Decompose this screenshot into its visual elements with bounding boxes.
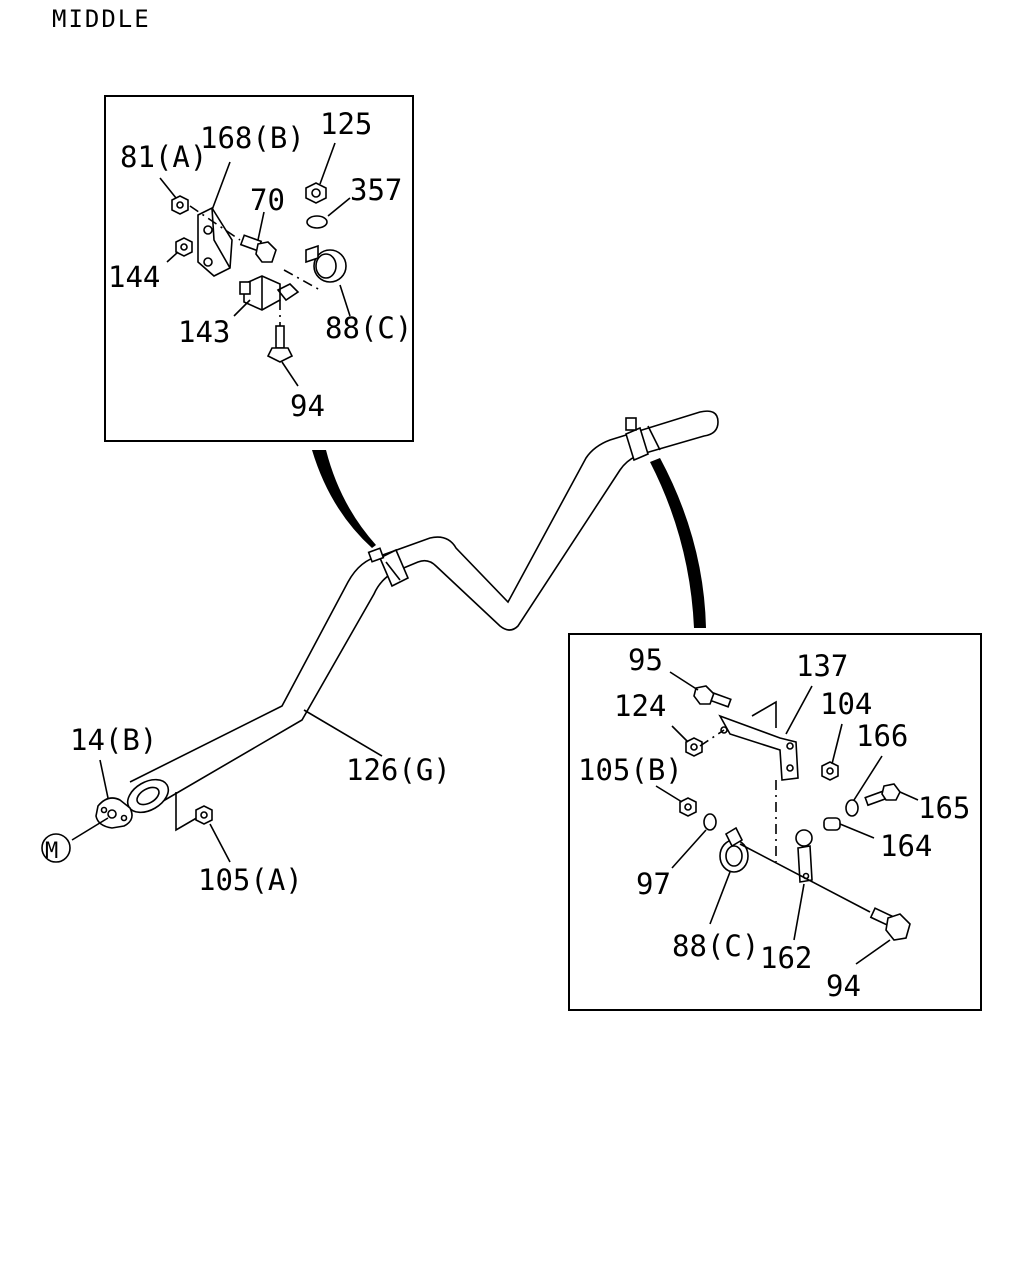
bolt-94-upper (266, 325, 294, 363)
label-125: 125 (320, 107, 372, 141)
detail-box-lower-right (568, 633, 982, 1011)
pipe-clamp-middle (367, 547, 410, 588)
label-166: 166 (856, 719, 908, 753)
label-88c-lower: 88(C) (672, 929, 759, 963)
nut-124 (685, 737, 703, 757)
detail-pointer-lower (650, 458, 706, 628)
label-162: 162 (760, 941, 812, 975)
bolt-165 (864, 783, 901, 807)
reference-marker-m (41, 833, 71, 863)
label-94-upper: 94 (290, 389, 325, 423)
washer-97 (703, 813, 717, 831)
marker-m-text: M (45, 839, 58, 864)
label-95: 95 (628, 643, 663, 677)
label-164: 164 (880, 829, 932, 863)
label-14b: 14(B) (70, 723, 157, 757)
label-357: 357 (350, 173, 402, 207)
label-137: 137 (796, 649, 848, 683)
label-104: 104 (820, 687, 872, 721)
bolt-95 (693, 685, 732, 708)
pipe-flange-front (126, 778, 170, 814)
label-124: 124 (614, 689, 666, 723)
nut-125 (305, 182, 327, 204)
bolt-70 (239, 234, 277, 263)
label-81a: 81(A) (120, 140, 207, 174)
spacer-164 (823, 817, 841, 831)
hanger-162 (795, 829, 813, 883)
label-144: 144 (108, 260, 160, 294)
bolt-94-lower (869, 907, 911, 941)
clamp-88c-lower (719, 826, 749, 873)
exhaust-pipe-126g (126, 410, 719, 832)
label-165: 165 (918, 791, 970, 825)
label-168b: 168(B) (200, 121, 305, 155)
bracket-168b (197, 206, 233, 277)
pipe-clamp-upper (625, 417, 649, 462)
upper-hanger-assembly (159, 142, 351, 387)
detail-box-upper-left (104, 95, 414, 442)
label-105a: 105(A) (198, 863, 303, 897)
washer-166 (845, 799, 859, 817)
section-title: MIDDLE (52, 5, 151, 33)
label-105b: 105(B) (578, 753, 683, 787)
nut-144 (175, 237, 193, 257)
clamp-88c-upper (305, 244, 347, 283)
label-88c-upper: 88(C) (325, 311, 412, 345)
nut-105b (679, 797, 697, 817)
nut-81a (171, 195, 189, 215)
bracket-137 (718, 700, 799, 781)
washer-357 (306, 215, 328, 229)
gasket-14b (95, 797, 133, 829)
label-94-lower: 94 (826, 969, 861, 1003)
label-143: 143 (178, 315, 230, 349)
nut-104 (821, 761, 839, 781)
label-97: 97 (636, 867, 671, 901)
lower-hanger-assembly (655, 671, 919, 965)
detail-pointer-upper (312, 450, 376, 548)
label-126g: 126(G) (346, 753, 451, 787)
nut-105a (195, 805, 213, 825)
label-70: 70 (250, 183, 285, 217)
